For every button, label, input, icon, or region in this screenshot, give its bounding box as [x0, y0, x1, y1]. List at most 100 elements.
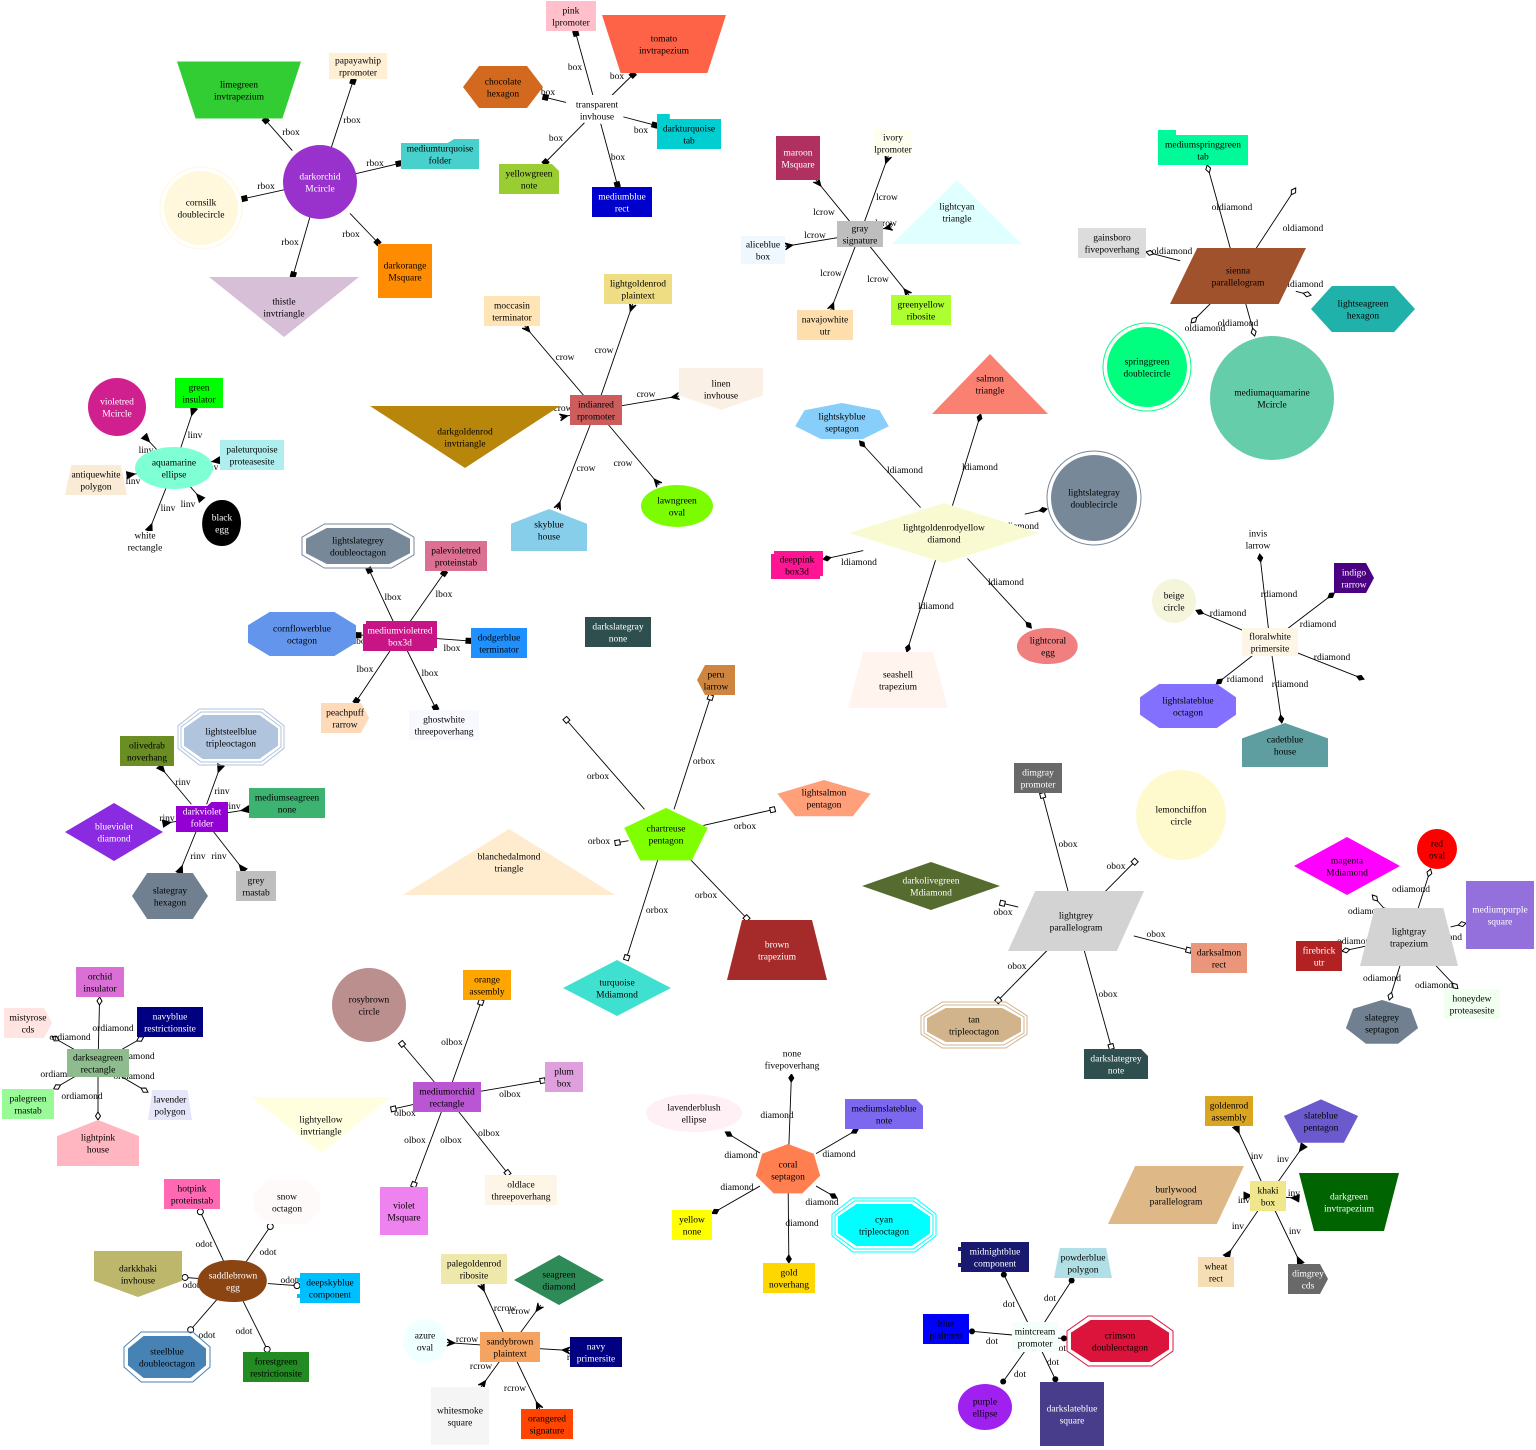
node-ghostwhite-threepoverhang[interactable]: ghostwhitethreepoverhang	[409, 710, 479, 740]
node-yellow-none[interactable]: yellownone	[672, 1210, 712, 1240]
node-darkgreen-invtrapezium[interactable]: darkgreeninvtrapezium	[1299, 1173, 1399, 1231]
node-gold-noverhang[interactable]: goldnoverhang	[763, 1263, 815, 1293]
node-hotpink-proteinstab[interactable]: hotpinkproteinstab	[164, 1179, 220, 1209]
node-darksalmon-rect[interactable]: darksalmonrect	[1191, 943, 1247, 973]
node-coral-septagon[interactable]: coralseptagon	[755, 1144, 821, 1194]
node-snow-octagon[interactable]: snowoctagon	[254, 1180, 320, 1224]
node-darkkhaki-invhouse[interactable]: darkkhakiinvhouse	[94, 1251, 182, 1297]
node-plum-box[interactable]: plumbox	[545, 1062, 583, 1092]
node-goldenrod-assembly[interactable]: goldenrodassembly	[1205, 1096, 1253, 1126]
node-lightgrey-parallelogram[interactable]: lightgreyparallelogram	[1008, 891, 1144, 951]
node-lightslateblue-octagon[interactable]: lightslateblueoctagon	[1140, 684, 1236, 728]
node-cornflowerblue-octagon[interactable]: cornflowerblueoctagon	[248, 612, 356, 656]
node-mediumvioletred-box3d[interactable]: mediumvioletredbox3d	[363, 621, 437, 651]
node-navyblue-restrictionsite[interactable]: navybluerestrictionsite	[137, 1007, 203, 1037]
node-violet-msquare[interactable]: violetMsquare	[380, 1187, 428, 1235]
node-mediumslateblue-note[interactable]: mediumslatebluenote	[845, 1099, 923, 1129]
node-deepskyblue-component[interactable]: deepskybluecomponent	[297, 1273, 360, 1303]
node-sandybrown-plaintext[interactable]: sandybrownplaintext	[480, 1332, 540, 1362]
node-whitesmoke-square[interactable]: whitesmokesquare	[431, 1387, 489, 1445]
node-magenta-mdiamond[interactable]: magentaMdiamond	[1294, 837, 1400, 895]
node-peachpuff-rarrow[interactable]: peachpuffrarrow	[321, 703, 369, 733]
node-firebrick-utr[interactable]: firebrickutr	[1296, 941, 1342, 971]
node-lawngreen-oval[interactable]: lawngreenoval	[641, 485, 713, 527]
node-orchid-insulator[interactable]: orchidinsulator	[76, 967, 124, 997]
node-skyblue-house[interactable]: skybluehouse	[511, 509, 587, 551]
node-grey-rnastab[interactable]: greyrnastab	[236, 871, 276, 901]
node-purple-ellipse[interactable]: purpleellipse	[958, 1384, 1012, 1430]
node-brown-trapezium[interactable]: browntrapezium	[727, 920, 827, 980]
node-darkslategrey-note[interactable]: darkslategreynote	[1084, 1049, 1148, 1079]
node-seagreen-diamond[interactable]: seagreendiamond	[514, 1255, 604, 1305]
node-midnightblue-component[interactable]: midnightbluecomponent	[958, 1242, 1029, 1272]
node-lightcoral-egg[interactable]: lightcoralegg	[1016, 628, 1078, 664]
node-lightpink-house[interactable]: lightpinkhouse	[57, 1120, 139, 1166]
node-darkorchid-mcircle[interactable]: darkorchidMcircle	[283, 145, 357, 219]
node-chocolate-hexagon[interactable]: chocolatehexagon	[463, 66, 543, 108]
node-mediumaquamarine-mcircle[interactable]: mediumaquamarineMcircle	[1210, 336, 1334, 460]
node-palegreen-rnastab[interactable]: palegreenrnastab	[2, 1089, 54, 1119]
node-white-rectangle[interactable]: whiterectangle	[125, 531, 165, 554]
node-turquoise-mdiamond[interactable]: turquoiseMdiamond	[563, 960, 671, 1016]
node-mediumturquoise-folder[interactable]: mediumturquoisefolder	[401, 139, 479, 169]
node-mintcream-promoter[interactable]: mintcreampromoter	[1012, 1322, 1058, 1352]
node-lightsalmon-pentagon[interactable]: lightsalmonpentagon	[777, 780, 871, 817]
node-slategrey-septagon[interactable]: slategreyseptagon	[1345, 1000, 1419, 1044]
node-cornsilk-doublecircle[interactable]: cornsilkdoublecircle	[159, 166, 243, 250]
node-indigo-rarrow[interactable]: indigorarrow	[1334, 563, 1374, 593]
node-sienna-parallelogram[interactable]: siennaparallelogram	[1170, 248, 1306, 304]
node-mistyrose-cds[interactable]: mistyrosecds	[4, 1008, 52, 1038]
node-lightcyan-triangle[interactable]: lightcyantriangle	[892, 180, 1022, 244]
node-deeppink-box3d[interactable]: deeppinkbox3d	[771, 551, 823, 579]
node-powderblue-polygon[interactable]: powderbluepolygon	[1054, 1248, 1112, 1278]
node-indianred-rpromoter[interactable]: indianredrpromoter	[570, 395, 622, 425]
node-aquamarine-ellipse[interactable]: aquamarineellipse	[135, 447, 213, 489]
node-green-insulator[interactable]: greeninsulator	[175, 378, 223, 408]
node-blanchedalmond-triangle[interactable]: blanchedalmondtriangle	[403, 829, 615, 895]
node-papayawhip-rpromoter[interactable]: papayawhiprpromoter	[329, 53, 387, 79]
node-pink-lpromoter[interactable]: pinklpromoter	[546, 1, 596, 31]
node-steelblue-doubleoctagon[interactable]: steelbluedoubleoctagon	[123, 1331, 211, 1383]
node-lemonchiffon-circle[interactable]: lemonchiffoncircle	[1136, 770, 1226, 860]
node-darkviolet-folder[interactable]: darkvioletfolder	[176, 802, 228, 832]
node-dodgerblue-terminator[interactable]: dodgerblueterminator	[471, 628, 527, 658]
node-moccasin-terminator[interactable]: moccasinterminator	[484, 296, 540, 326]
node-mediumorchid-rectangle[interactable]: mediumorchidrectangle	[413, 1082, 481, 1112]
node-mediumseagreen-none[interactable]: mediumseagreennone	[249, 788, 325, 818]
node-ivory-lpromoter[interactable]: ivorylpromoter	[874, 130, 913, 156]
node-springgreen-doublecircle[interactable]: springgreendoublecircle	[1102, 322, 1192, 412]
node-darkslateblue-square[interactable]: darkslatebluesquare	[1040, 1382, 1104, 1446]
node-wheat-rect[interactable]: wheatrect	[1198, 1257, 1234, 1287]
node-red-oval[interactable]: redoval	[1417, 829, 1457, 869]
node-blue-plaintext[interactable]: blueplaintext	[923, 1314, 969, 1344]
node-lightskyblue-septagon[interactable]: lightskyblueseptagon	[795, 403, 889, 440]
node-yellowgreen-note[interactable]: yellowgreennote	[499, 164, 559, 194]
node-black-egg[interactable]: blackegg	[202, 500, 241, 546]
node-lightyellow-invtriangle[interactable]: lightyellowinvtriangle	[251, 1097, 391, 1153]
node-tomato-invtrapezium[interactable]: tomatoinvtrapezium	[602, 15, 726, 73]
node-darkseagreen-rectangle[interactable]: darkseagreenrectangle	[67, 1049, 129, 1077]
node-slateblue-pentagon[interactable]: slatebluepentagon	[1283, 1099, 1359, 1143]
node-blueviolet-diamond[interactable]: bluevioletdiamond	[65, 803, 163, 861]
node-mediumblue-rect[interactable]: mediumbluerect	[592, 187, 652, 217]
node-thistle-invtriangle[interactable]: thistleinvtriangle	[209, 277, 359, 337]
node-seashell-trapezium[interactable]: seashelltrapezium	[848, 652, 948, 708]
node-darkturquoise-tab[interactable]: darkturquoisetab	[657, 114, 721, 149]
node-burlywood-parallelogram[interactable]: burlywoodparallelogram	[1108, 1166, 1244, 1224]
node-saddlebrown-egg[interactable]: saddlebrownegg	[197, 1260, 267, 1302]
node-olivedrab-noverhang[interactable]: olivedrabnoverhang	[120, 736, 174, 766]
node-paleturquoise-proteasesite[interactable]: paleturquoiseproteasesite	[220, 440, 284, 470]
node-cadetblue-house[interactable]: cadetbluehouse	[1242, 723, 1328, 767]
node-navajowhite-utr[interactable]: navajowhiteutr	[797, 310, 853, 340]
node-floralwhite-primersite[interactable]: floralwhiteprimersite	[1242, 628, 1298, 656]
node-salmon-triangle[interactable]: salmontriangle	[932, 354, 1048, 414]
node-none-fivepoverhang[interactable]: nonefivepoverhang	[755, 1044, 829, 1074]
node-transparent-invhouse[interactable]: transparentinvhouse	[566, 95, 628, 125]
node-aliceblue-box[interactable]: alicebluebox	[741, 236, 785, 264]
node-orangered-signature[interactable]: orangeredsignature	[521, 1409, 573, 1439]
node-lightgoldenrod-plaintext[interactable]: lightgoldenrodplaintext	[604, 274, 672, 304]
node-gray-signature[interactable]: graysignature	[837, 221, 883, 247]
node-lavenderblush-ellipse[interactable]: lavenderblushellipse	[646, 1094, 742, 1132]
node-lightgoldenrodyellow-diamond[interactable]: lightgoldenrodyellowdiamond	[849, 503, 1039, 563]
node-violetred-mcircle[interactable]: violetredMcircle	[88, 378, 146, 436]
